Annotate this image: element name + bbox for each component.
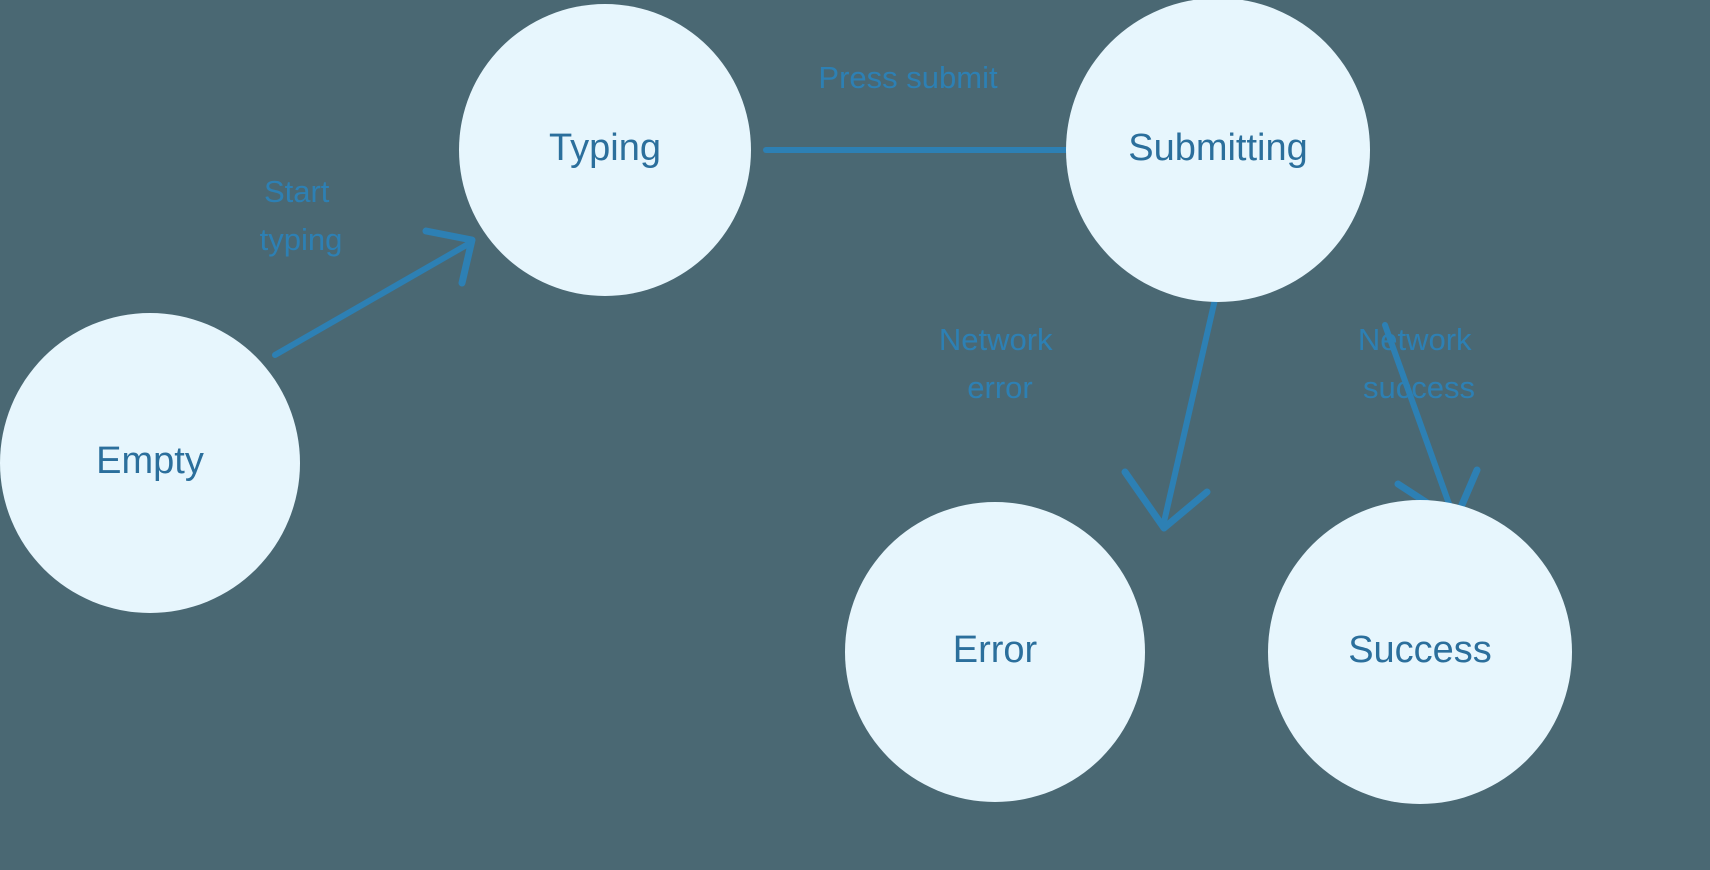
edge-label-line: error	[967, 370, 1032, 405]
edge-empty-to-typing-line	[272, 240, 473, 358]
edge-label-line: Press submit	[818, 60, 998, 95]
node-typing[interactable]: Typing	[459, 4, 751, 296]
node-submitting-circle[interactable]	[1066, 0, 1370, 302]
node-empty-label: Empty	[96, 440, 204, 482]
edge-submitting-to-error: Network error	[939, 292, 1219, 532]
node-empty-circle[interactable]	[0, 313, 300, 613]
node-success-label: Success	[1348, 629, 1492, 671]
node-typing-label: Typing	[549, 127, 661, 169]
edge-submitting-to-success-label: Network success	[1358, 322, 1480, 405]
node-success[interactable]: Success	[1268, 500, 1572, 804]
edge-label-line: Network	[939, 322, 1053, 357]
edge-empty-to-typing: Start typing	[260, 174, 476, 358]
edge-submitting-to-success: Network success	[1358, 322, 1481, 525]
node-empty[interactable]: Empty	[0, 313, 300, 613]
edge-submitting-to-success-line	[1382, 322, 1456, 518]
node-error-circle[interactable]	[845, 502, 1145, 802]
node-submitting[interactable]: Submitting	[1066, 0, 1370, 302]
edge-label-line: typing	[260, 222, 343, 257]
edge-submitting-to-error-label: Network error	[939, 322, 1061, 405]
node-typing-circle[interactable]	[459, 4, 751, 296]
edge-label-line: Start	[264, 174, 330, 209]
edge-empty-to-typing-arrowhead	[422, 227, 476, 287]
edge-typing-to-submitting-label: Press submit	[818, 60, 998, 95]
node-success-circle[interactable]	[1268, 500, 1572, 804]
node-error[interactable]: Error	[845, 502, 1145, 802]
edge-submitting-to-error-arrowhead	[1121, 468, 1211, 532]
edge-submitting-to-error-line	[1161, 292, 1219, 525]
edge-empty-to-typing-label: Start typing	[260, 174, 343, 257]
edge-label-line: Network	[1358, 322, 1472, 357]
edge-label-line: success	[1363, 370, 1475, 405]
node-submitting-label: Submitting	[1128, 127, 1308, 169]
node-error-label: Error	[953, 629, 1038, 671]
